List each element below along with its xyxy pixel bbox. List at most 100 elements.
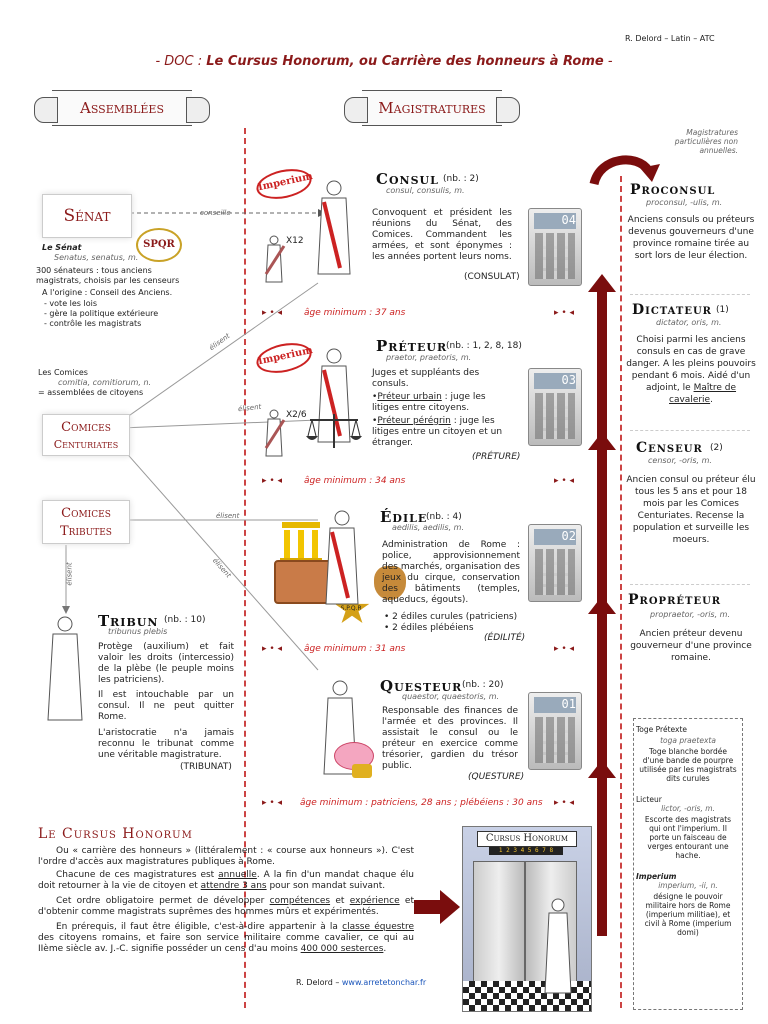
senat-title: Le Sénat (42, 243, 81, 252)
toge-text: Toge blanche bordée d'une bande de pourp… (634, 745, 742, 783)
footer: R. Delord – www.arretetonchar.fr (296, 978, 426, 987)
proconsul-latin: proconsul, -ulis, m. (646, 198, 722, 207)
arrow-up-4 (597, 776, 607, 936)
licteur-figure-icon (262, 408, 286, 458)
footer-link[interactable]: www.arretetonchar.fr (342, 978, 426, 987)
tribun-nb: (nb. : 10) (164, 615, 206, 626)
separator (630, 584, 750, 585)
consul-latin: consul, consulis, m. (386, 186, 465, 196)
calculator-icon: 03 (528, 368, 582, 446)
edile-figure-icon (318, 508, 366, 608)
edile-latin: aedilis, aedilis, m. (392, 523, 464, 533)
cursus-p1: Ou « carrière des honneurs » (littéralem… (38, 846, 414, 868)
senat-item-3: - contrôle les magistrats (44, 319, 141, 329)
consul-figure-icon (310, 178, 358, 278)
senat-latin: Senatus, senatus, m. (54, 253, 138, 262)
dictateur-title: Dictateur (632, 302, 712, 318)
cursus-p2: Chacune de ces magistratures est annuell… (38, 870, 414, 892)
senat-desc: 300 sénateurs : tous anciens magistrats,… (36, 266, 182, 286)
consul-charge: (CONSULAT) (464, 272, 520, 283)
preteur-licteurs-count: X2/6 (286, 410, 307, 421)
preteur-latin: praetor, praetoris, m. (386, 353, 471, 363)
consul-age: âge minimum : 37 ans (304, 308, 405, 318)
propreteur-latin: propraetor, -oris, m. (650, 610, 730, 619)
licteur-text: Escorte des magistrats qui ont l'imperiu… (634, 813, 742, 860)
questeur-nb: (nb. : 20) (462, 680, 504, 691)
edile-nb: (nb. : 4) (426, 512, 462, 523)
cursus-p3: Cet ordre obligatoire permet de développ… (38, 896, 414, 918)
questeur-text: Responsable des finances de l'armée et d… (382, 706, 518, 772)
preteur-urbain: •Préteur urbain : juge les litiges entre… (372, 392, 512, 414)
elisent-3: élisent (216, 512, 239, 520)
bullet-icon: ▸ • ◂ (554, 798, 574, 808)
calculator-icon: 02 (528, 524, 582, 602)
tribun-figure-icon (40, 614, 90, 724)
consul-nb: (nb. : 2) (443, 174, 479, 185)
scales-icon (304, 412, 364, 452)
calculator-icon: 01 (528, 692, 582, 770)
edile-age: âge minimum : 31 ans (304, 644, 405, 654)
consul-licteurs-count: X12 (286, 236, 304, 247)
dictateur-nb: (1) (716, 305, 729, 316)
bullet-icon: ▸ • ◂ (262, 308, 282, 318)
tribun-p3: L'aristocratie n'a jamais reconnu le tri… (98, 728, 234, 761)
preteur-age: âge minimum : 34 ans (304, 476, 405, 486)
calculator-icon: 04 (528, 208, 582, 286)
separator (630, 430, 750, 431)
censeur-latin: censor, -oris, m. (648, 456, 712, 465)
tribun-latin: tribunus plebis (108, 627, 167, 637)
preteur-intro: Juges et suppléants des consuls. (372, 368, 512, 390)
preteur-peregrin: •Préteur pérégrin : juge les litiges ent… (372, 416, 512, 449)
dictateur-text: Choisi parmi les anciens consuls en cas … (626, 334, 756, 406)
arrow-up-2 (597, 448, 607, 608)
questeur-charge: (QUESTURE) (468, 772, 524, 783)
toge-latin: toga praetexta (634, 734, 742, 745)
licteur-figure-icon (262, 234, 286, 284)
roman-figure-icon (541, 897, 575, 995)
edile-charge: (ÉDILITÉ) (484, 633, 525, 644)
consul-text: Convoquent et président les réunions du … (372, 208, 512, 263)
bullet-icon: ▸ • ◂ (262, 798, 282, 808)
comices-desc: = assemblées de citoyens (38, 388, 143, 398)
censeur-text: Ancien consul ou préteur élu tous les 5 … (626, 474, 756, 546)
arrow-up-3 (597, 612, 607, 772)
elevator-illustration: Cursus Honorum 1 2 3 4 5 6 7 8 (462, 826, 592, 1012)
proconsul-title: Proconsul (630, 182, 715, 198)
elevator-floors: 1 2 3 4 5 6 7 8 (489, 847, 563, 855)
licteur-latin: lictor, -oris, m. (634, 804, 742, 813)
elevator-sign: Cursus Honorum (477, 831, 577, 847)
imperium-latin: imperium, -ii, n. (634, 881, 742, 890)
tribun-p2: Il est intouchable par un consul. Il ne … (98, 690, 234, 723)
separator (630, 294, 750, 295)
bullet-icon: ▸ • ◂ (554, 308, 574, 318)
senat-item-1: - vote les lois (44, 299, 97, 309)
tribun-charge: (TRIBUNAT) (180, 762, 232, 773)
bullet-icon: ▸ • ◂ (262, 644, 282, 654)
propreteur-text: Ancien préteur devenu gouverneur d'une p… (626, 628, 756, 664)
imperium-title: Imperium (634, 860, 742, 881)
censeur-nb: (2) (710, 443, 723, 454)
senat-item-2: - gère la politique extérieure (44, 309, 158, 319)
spqr-emblem-icon: SPQR (136, 228, 182, 262)
censeur-title: Censeur (636, 440, 703, 456)
comices-latin: comitia, comitiorum, n. (58, 378, 151, 388)
tribun-p1: Protège (auxilium) et fait valoir les dr… (98, 642, 234, 686)
comices-label: Les Comices (38, 368, 88, 378)
edile-item-1: • 2 édiles curules (patriciens) (384, 612, 517, 623)
cursus-p4: En prérequis, il faut être éligible, c'e… (38, 922, 414, 955)
proconsul-text: Anciens consuls ou préteurs devenus gouv… (626, 214, 756, 262)
edile-text: Administration de Rome : police, approvi… (382, 540, 520, 606)
bullet-icon: ▸ • ◂ (262, 476, 282, 486)
conseille-label: conseille (200, 209, 231, 217)
cursus-title: Le Cursus Honorum (38, 826, 193, 842)
propreteur-title: Propréteur (628, 592, 721, 608)
preteur-nb: (nb. : 1, 2, 8, 18) (446, 341, 522, 352)
bullet-icon: ▸ • ◂ (554, 644, 574, 654)
coins-icon (352, 764, 372, 778)
preteur-charge: (PRÉTURE) (472, 452, 520, 463)
questeur-age: âge minimum : patriciens, 28 ans ; plébé… (300, 798, 543, 808)
toge-title: Toge Prétexte (634, 719, 742, 734)
arrow-right-icon (414, 888, 462, 928)
